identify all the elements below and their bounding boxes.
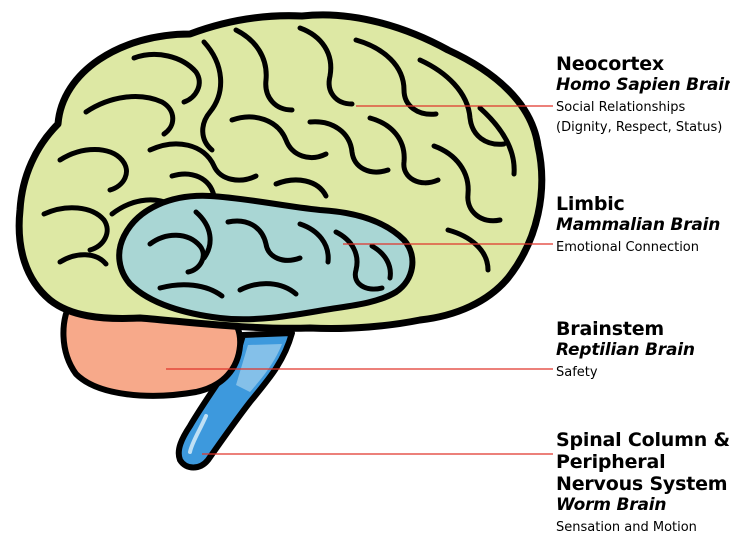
brainstem-title: Brainstem bbox=[556, 318, 695, 340]
neocortex-desc-line-2: (Dignity, Respect, Status) bbox=[556, 118, 730, 138]
spinal-title-line-2: Peripheral bbox=[556, 451, 730, 473]
limbic-subtitle: Mammalian Brain bbox=[556, 215, 720, 236]
limbic-title: Limbic bbox=[556, 193, 720, 215]
brainstem-subtitle: Reptilian Brain bbox=[556, 340, 695, 361]
label-neocortex: Neocortex Homo Sapien Brain Social Relat… bbox=[556, 53, 730, 138]
spinal-title-line-3: Nervous System bbox=[556, 473, 730, 495]
spinal-title-line-1: Spinal Column & bbox=[556, 429, 730, 451]
label-limbic: Limbic Mammalian Brain Emotional Connect… bbox=[556, 193, 720, 258]
spinal-subtitle: Worm Brain bbox=[556, 495, 730, 516]
spinal-description: Sensation and Motion bbox=[556, 518, 730, 538]
brainstem-description: Safety bbox=[556, 363, 695, 383]
neocortex-subtitle: Homo Sapien Brain bbox=[556, 75, 730, 96]
neocortex-title: Neocortex bbox=[556, 53, 730, 75]
label-brainstem: Brainstem Reptilian Brain Safety bbox=[556, 318, 695, 383]
neocortex-description: Social Relationships (Dignity, Respect, … bbox=[556, 98, 730, 138]
label-spinal: Spinal Column & Peripheral Nervous Syste… bbox=[556, 429, 730, 538]
limbic-description: Emotional Connection bbox=[556, 238, 720, 258]
neocortex-desc-line-1: Social Relationships bbox=[556, 98, 730, 118]
